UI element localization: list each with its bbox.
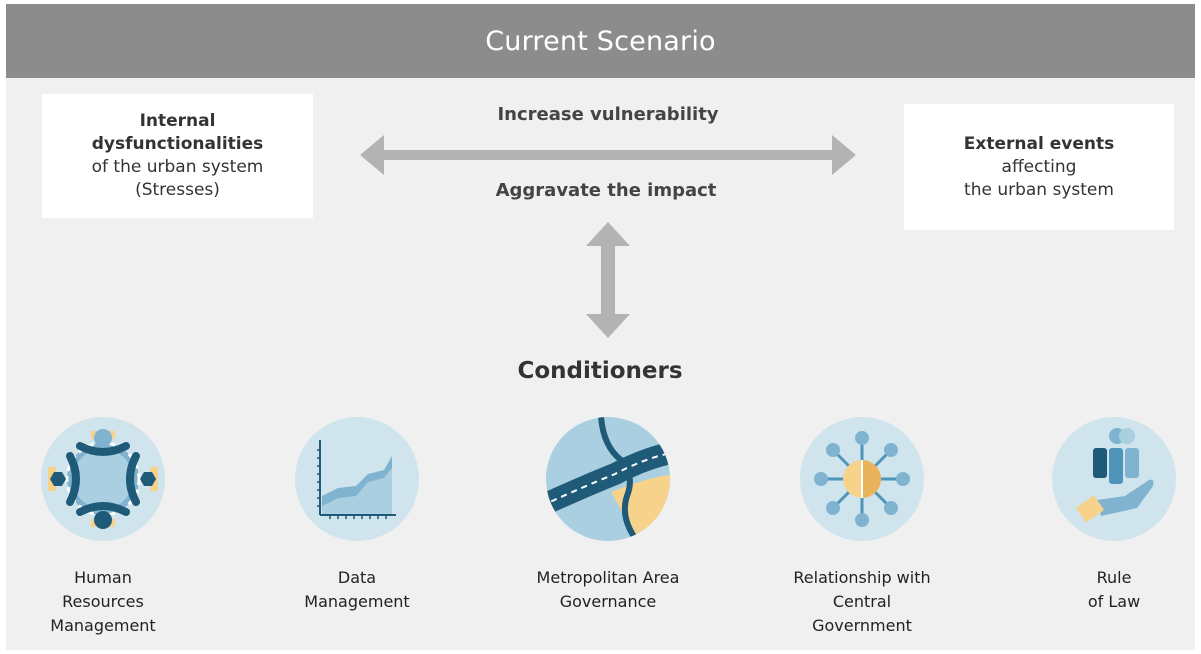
horizontal-double-arrow	[360, 135, 856, 175]
left-box-title-line1: Internal	[139, 111, 216, 131]
label-line: Central	[832, 592, 892, 611]
conditioner-label: Metropolitan Area Governance	[508, 566, 708, 614]
left-box-title-line2: dysfunctionalities	[91, 134, 264, 154]
page-title: Current Scenario	[6, 4, 1195, 78]
label-line: Management	[50, 616, 156, 635]
conditioner-data-management: Data Management	[257, 416, 457, 614]
conditioners-title: Conditioners	[517, 358, 683, 384]
label-line: Governance	[559, 592, 657, 611]
label-line: Management	[304, 592, 410, 611]
conditioner-label: Data Management	[257, 566, 457, 614]
left-box-line4: (Stresses)	[135, 180, 220, 200]
label-line: Relationship with	[793, 568, 931, 587]
conditioner-label: Rule of Law	[1014, 566, 1201, 614]
hand-people-icon	[1052, 417, 1176, 541]
increase-vulnerability-label: Increase vulnerability	[497, 104, 719, 125]
conditioner-human-resources: Human Resources Management	[3, 416, 203, 638]
label-line: Human	[74, 568, 132, 587]
conditioner-central-government: Relationship with Central Government	[762, 416, 962, 638]
aggravate-impact-label: Aggravate the impact	[495, 180, 717, 201]
right-box-line2: affecting	[1001, 156, 1077, 177]
external-events-box: External events affecting the urban syst…	[904, 104, 1174, 230]
meeting-table-icon	[41, 417, 165, 541]
internal-dysfunctionalities-box: Internal dysfunctionalities of the urban…	[42, 94, 313, 218]
conditioner-label: Relationship with Central Government	[762, 566, 962, 638]
right-box-title: External events	[963, 133, 1115, 154]
conditioner-rule-of-law: Rule of Law	[1014, 416, 1201, 614]
label-line: of Law	[1087, 592, 1141, 611]
vertical-double-arrow	[586, 222, 630, 338]
conditioner-label: Human Resources Management	[3, 566, 203, 638]
label-line: Resources	[62, 592, 144, 611]
label-line: Metropolitan Area	[536, 568, 680, 587]
label-line: Data	[337, 568, 377, 587]
label-line: Government	[812, 616, 912, 635]
area-chart-icon	[295, 417, 419, 541]
left-box-line3: of the urban system	[91, 157, 264, 177]
conditioner-metropolitan-governance: Metropolitan Area Governance	[508, 416, 708, 614]
road-map-icon	[546, 417, 670, 541]
label-line: Rule	[1096, 568, 1132, 587]
right-box-line3: the urban system	[964, 179, 1114, 200]
title-text: Current Scenario	[485, 25, 716, 57]
network-hub-icon	[800, 417, 924, 541]
